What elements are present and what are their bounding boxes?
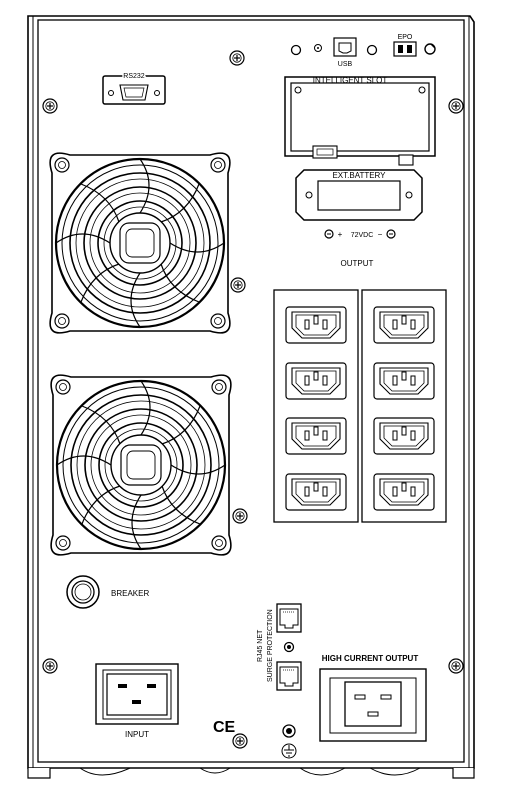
usb-label: USB [338, 61, 353, 68]
battery-voltage-label: 72VDC [351, 232, 374, 239]
usb-port-icon[interactable] [333, 37, 357, 57]
iec-socket-icon[interactable] [285, 417, 347, 455]
battery-polarity: + 72VDC − [324, 229, 396, 239]
screw-icon [229, 50, 245, 66]
svg-text:−: − [378, 230, 383, 239]
rj45-jack-icon[interactable] [276, 661, 302, 691]
rs232-label: RS232 [123, 73, 145, 80]
ground-symbol-icon [281, 743, 297, 759]
rj45-net-label: RJ45 NET [257, 629, 264, 662]
iec-socket-icon[interactable] [285, 306, 347, 344]
iec-c20-socket-icon [344, 681, 402, 727]
output-outlet-panel [273, 289, 447, 523]
epo-knob-icon [424, 43, 436, 55]
screw-icon [232, 733, 248, 749]
intelligent-slot-label: INTELLIGENT SLOT [313, 76, 388, 85]
breaker-button-icon[interactable] [66, 575, 100, 609]
screw-icon [42, 98, 58, 114]
led-indicator-icon [290, 44, 302, 56]
ext-battery-label: EXT.BATTERY [332, 171, 386, 180]
input-socket[interactable] [95, 663, 179, 725]
iec-socket-icon[interactable] [373, 362, 435, 400]
iec-c20-socket-icon [106, 673, 168, 716]
iec-socket-icon[interactable] [373, 473, 435, 511]
ce-mark: CE [213, 719, 236, 736]
high-current-outlet[interactable] [319, 668, 427, 742]
screw-icon [448, 658, 464, 674]
screw-icon [232, 508, 248, 524]
fan-guard-icon [50, 374, 232, 556]
epo-label: EPO [398, 34, 413, 41]
rs232-port[interactable] [102, 75, 166, 105]
high-current-output-label: HIGH CURRENT OUTPUT [322, 654, 419, 663]
svg-text:+: + [338, 230, 343, 239]
led-indicator-icon [366, 44, 378, 56]
ext-battery-connector[interactable] [295, 169, 423, 221]
ground-terminal-icon[interactable] [282, 724, 296, 738]
screw-icon [230, 277, 246, 293]
iec-socket-icon[interactable] [373, 417, 435, 455]
iec-socket-icon[interactable] [373, 306, 435, 344]
usb-epo-area: USB EPO [290, 34, 436, 68]
screw-icon [42, 658, 58, 674]
epo-connector-icon[interactable] [393, 41, 417, 57]
fan-guard-icon [49, 152, 231, 334]
screw-icon [448, 98, 464, 114]
iec-socket-icon[interactable] [285, 362, 347, 400]
iec-socket-icon[interactable] [285, 473, 347, 511]
breaker-label: BREAKER [111, 589, 149, 598]
intelligent-slot[interactable] [284, 76, 436, 166]
rj45-jack-icon[interactable] [276, 603, 302, 633]
output-label: OUTPUT [341, 259, 374, 268]
surge-protection-label: SURGE PROTECTION [267, 609, 274, 682]
input-label: INPUT [125, 730, 149, 739]
